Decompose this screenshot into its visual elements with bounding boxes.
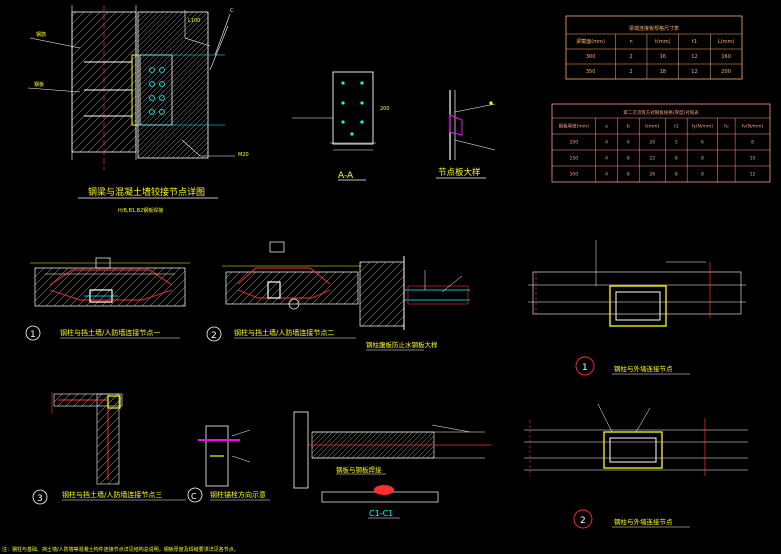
node2-title: 钢柱与挡土墙/人防墙连接节点二 xyxy=(234,328,334,337)
node-c-title: 钢柱锚栓方向示意 xyxy=(210,490,266,499)
table1-header-cell: t(mm) xyxy=(655,39,671,45)
table1-header-cell: L(mm) xyxy=(718,39,734,45)
main-detail-note: H/B,B1,B2钢板焊接 xyxy=(118,207,163,214)
table2-header-cell: t(mm) xyxy=(645,124,659,130)
table2-cell: 20 xyxy=(649,140,655,146)
table1-cell: 350 xyxy=(586,69,596,75)
table1-cell: 16 xyxy=(660,54,666,60)
table2-cell: 200 xyxy=(570,140,579,146)
node-c-number: C xyxy=(191,492,197,501)
aa-section: 200 A-A xyxy=(292,71,390,181)
anchor-plate-detail: 钢柱腹板防止水钢板大样 xyxy=(359,256,470,351)
node1-number: 1 xyxy=(30,330,36,340)
right1-title: 钢柱与外墙连接节点 xyxy=(614,364,673,373)
table1-cell: 300 xyxy=(586,54,596,60)
table2-cell: 10 xyxy=(750,156,756,162)
right-node1-detail: 1 钢柱与外墙连接节点 xyxy=(528,240,746,376)
table1-cell: 160 xyxy=(721,54,731,60)
svg-text:钢板: 钢板 xyxy=(34,81,44,88)
table2-cell: 8 xyxy=(675,172,678,178)
table2-cell: 26 xyxy=(649,172,655,178)
right1-number: 1 xyxy=(582,363,588,373)
right2-number: 2 xyxy=(580,516,586,526)
svg-text:C: C xyxy=(230,8,234,14)
c1c1-label: C1-C1 xyxy=(369,509,393,518)
table2-cell: 8 xyxy=(675,156,678,162)
table1-header-cell: t1 xyxy=(692,39,697,45)
anchor-detail-title: 钢柱腹板防止水钢板大样 xyxy=(366,340,438,349)
table2-header-cell: fu xyxy=(724,124,729,130)
table1-cell: 12 xyxy=(691,54,697,60)
right2-title: 钢柱与外墙连接节点 xyxy=(614,517,673,526)
table2-header-cell: fy(N/mm) xyxy=(692,124,714,130)
node-c-detail: C 钢柱锚栓方向示意 xyxy=(187,425,270,503)
table1-header-cell: n xyxy=(630,39,633,45)
table2-cell: 6 xyxy=(701,140,704,146)
node3-detail: 3 钢柱与挡土墙/人防墙连接节点三 xyxy=(32,392,186,505)
table1-cell: 200 xyxy=(721,69,731,75)
table2-cell: 250 xyxy=(570,156,579,162)
table1-cell: 12 xyxy=(691,69,697,75)
node3-title: 钢柱与挡土墙/人防墙连接节点三 xyxy=(62,490,162,499)
main-detail-title: 钢梁与混凝土墙铰接节点详图 xyxy=(88,186,205,198)
table2-cell: 300 xyxy=(570,172,579,178)
table2-header-cell: fv(N/mm) xyxy=(742,124,764,130)
table2-header-cell: a xyxy=(605,125,608,130)
steel-beam-section xyxy=(137,11,209,159)
svg-text:200: 200 xyxy=(380,106,390,112)
table2-cell: 4 xyxy=(605,172,608,178)
table1-cell: 2 xyxy=(630,54,633,60)
node2-number: 2 xyxy=(211,331,217,341)
node1-detail: 1 钢柱与挡土墙/人防墙连接节点一 xyxy=(25,257,190,341)
table2-title: 第二次浇筑方式钢板规格(厚度)对照表 xyxy=(623,109,699,116)
table2-cell: 22 xyxy=(649,156,655,162)
table2-cell: 5 xyxy=(675,140,678,146)
stiffener-detail: 节点板大样 xyxy=(436,90,496,179)
table2-cell: 12 xyxy=(750,172,756,178)
table2-header-cell: 钢板厚度(mm) xyxy=(559,123,590,130)
right-node2-detail: 2 钢柱与外墙连接节点 xyxy=(524,403,748,529)
table2-cell: 8 xyxy=(627,156,630,162)
seal-detail-title: 钢板与钢板焊接 xyxy=(336,465,382,474)
table2-cell: 4 xyxy=(605,140,608,146)
table2-cell: 8 xyxy=(627,172,630,178)
node3-number: 3 xyxy=(37,494,43,504)
table2-cell: 8 xyxy=(751,140,754,146)
table1-header-cell: 梁截面(mm) xyxy=(576,38,605,45)
table2-cell: 6 xyxy=(627,140,630,146)
svg-text:L100: L100 xyxy=(188,18,200,24)
table2-cell: 8 xyxy=(701,172,704,178)
bottom-note: 注：钢柱与基础、挡土墙/人防墙等混凝土构件连接节点详见结构总说明，钢板厚度及焊缝… xyxy=(2,546,239,553)
table2-header-cell: b xyxy=(627,124,630,130)
seal-plate-detail: 钢板与钢板焊接 C1-C1 xyxy=(293,411,492,519)
stiffener-detail-title: 节点板大样 xyxy=(438,167,481,178)
table2-header-cell: t1 xyxy=(674,124,679,130)
table1-cell: 2 xyxy=(630,69,633,75)
node1-title: 钢柱与挡土墙/人防墙连接节点一 xyxy=(60,328,160,337)
node2-detail: 2 钢柱与挡土墙/人防墙连接节点二 xyxy=(206,241,362,342)
table1-cell: 18 xyxy=(660,69,666,75)
table2-cell: 4 xyxy=(605,156,608,162)
table1-title: 梁端连接板规格尺寸表 xyxy=(629,25,679,32)
svg-text:M20: M20 xyxy=(238,152,249,158)
table2-cell: 8 xyxy=(701,156,704,162)
aa-label: A-A xyxy=(338,171,354,181)
svg-text:钢筋: 钢筋 xyxy=(36,31,46,38)
wall-beam-detail: 钢筋 钢板 C L100 M20 钢梁与混凝土墙铰接节点详图 H/B,B1,B2… xyxy=(27,5,249,214)
